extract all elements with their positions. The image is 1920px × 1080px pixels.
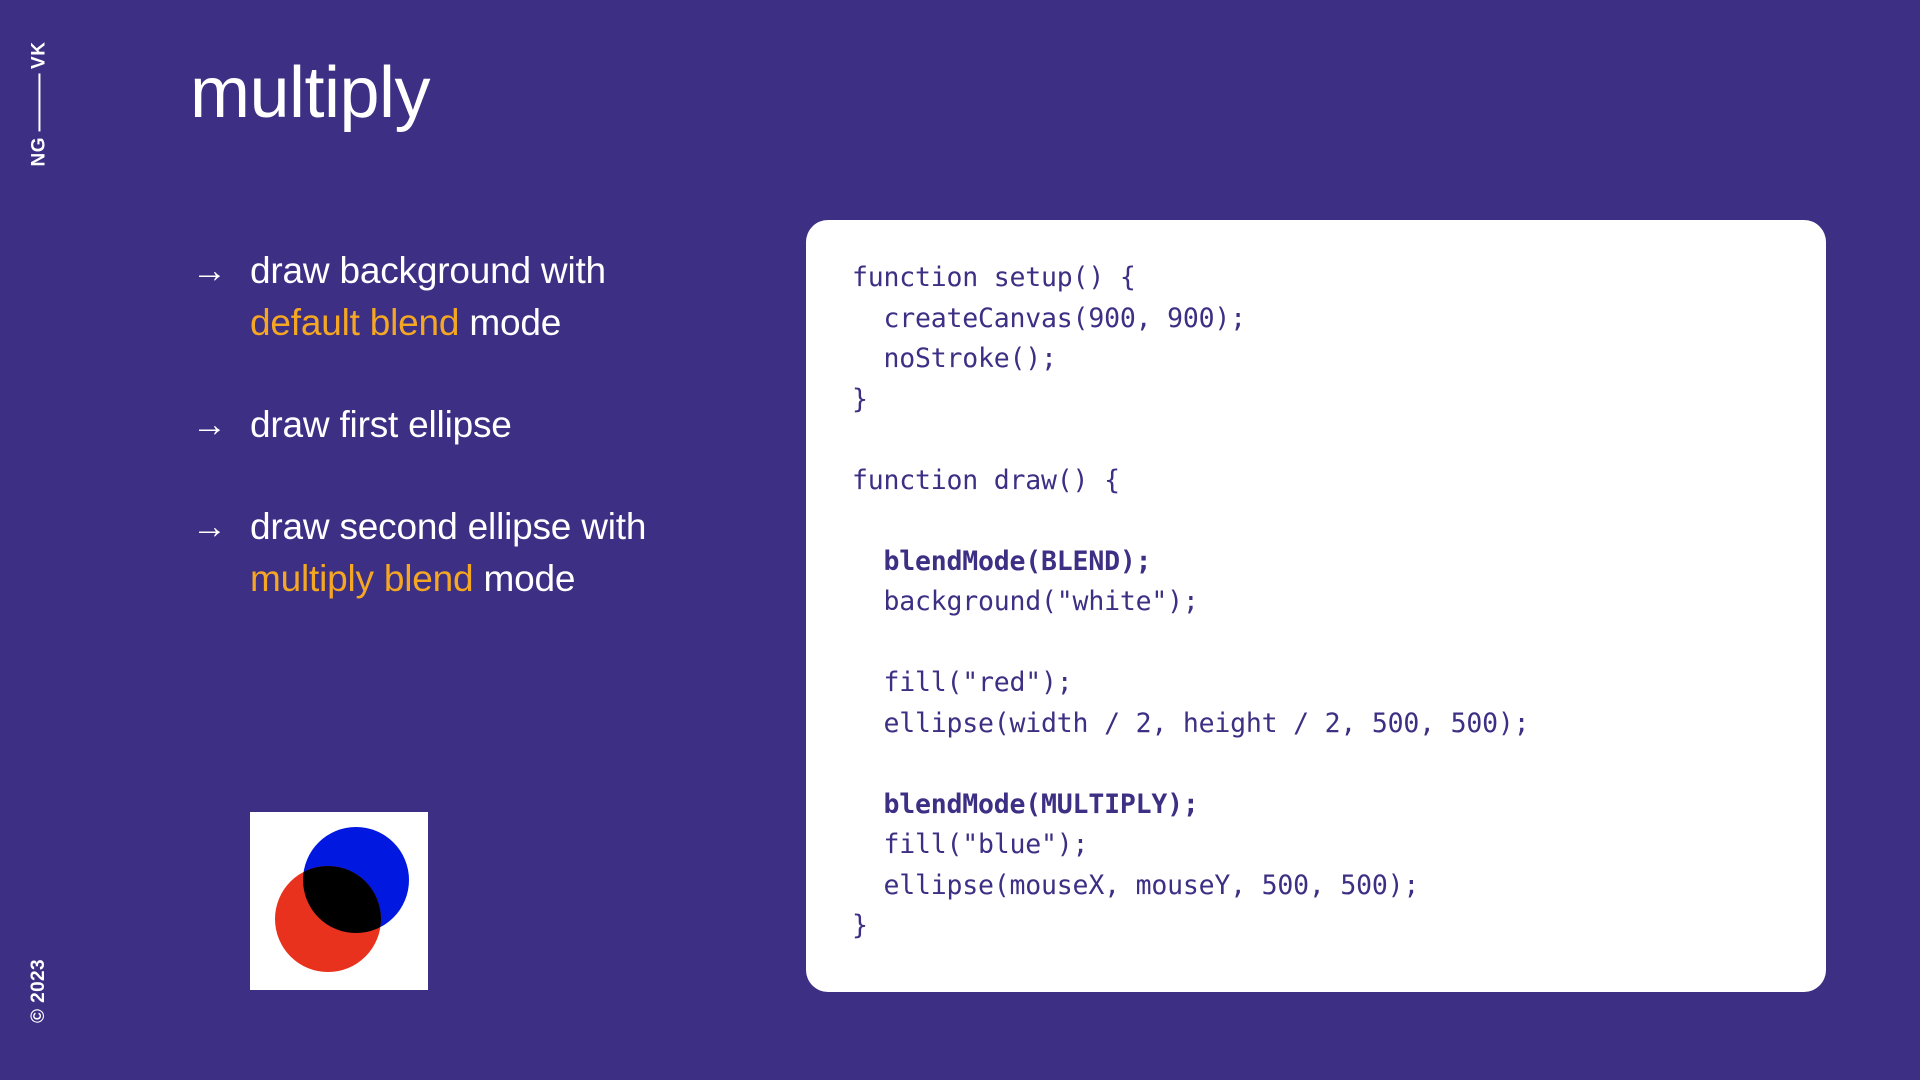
arrow-right-icon: → xyxy=(192,405,227,444)
code-line: background("white"); xyxy=(852,586,1199,617)
brand-rule-divider xyxy=(38,73,40,132)
highlighted-term: default blend xyxy=(250,302,460,343)
code-line: function draw() { xyxy=(852,464,1120,496)
left-rail: NG VK © 2023 xyxy=(0,0,150,1080)
list-item: → draw background with default blend mode xyxy=(192,245,712,349)
code-line: ellipse(width / 2, height / 2, 500, 500)… xyxy=(852,707,1530,739)
brand-initials-left: NG xyxy=(28,136,49,167)
code-line: noStroke(); xyxy=(852,343,1058,374)
list-item-label: draw first ellipse xyxy=(250,399,712,451)
plain-text: mode xyxy=(459,302,562,343)
code-line: } xyxy=(852,383,868,415)
plain-text: mode xyxy=(473,558,576,599)
brand-mark: NG VK xyxy=(22,24,56,184)
list-item: → draw first ellipse xyxy=(192,399,712,451)
plain-text: draw first ellipse xyxy=(250,404,512,445)
multiply-blend-illustration xyxy=(250,812,428,990)
code-card: function setup() { createCanvas(900, 900… xyxy=(806,220,1826,992)
code-line: fill("red"); xyxy=(852,667,1073,698)
code-line: } xyxy=(852,910,868,941)
code-line xyxy=(852,744,1780,785)
code-line: function setup() { xyxy=(852,262,1136,293)
code-line-highlighted: blendMode(BLEND); xyxy=(852,545,1152,577)
copyright-text: © 2023 xyxy=(28,959,50,1023)
code-line: fill("blue"); xyxy=(852,829,1089,860)
arrow-right-icon: → xyxy=(192,251,227,290)
copyright-notice: © 2023 xyxy=(22,936,56,1046)
code-line: ellipse(mouseX, mouseY, 500, 500); xyxy=(852,869,1420,901)
code-line xyxy=(852,420,1780,461)
code-line xyxy=(852,623,1780,664)
code-line: createCanvas(900, 900); xyxy=(852,302,1247,334)
plain-text: draw background with xyxy=(250,250,606,291)
brand-initials-right: VK xyxy=(28,41,49,69)
list-item-label: draw background with default blend mode xyxy=(250,245,712,349)
list-item: → draw second ellipse with multiply blend… xyxy=(192,501,712,605)
arrow-right-icon: → xyxy=(192,507,227,546)
code-line xyxy=(852,501,1780,542)
bullet-list: → draw background with default blend mode… xyxy=(192,245,712,605)
code-block[interactable]: function setup() { createCanvas(900, 900… xyxy=(852,258,1780,947)
page-title: multiply xyxy=(190,53,431,133)
plain-text: draw second ellipse with xyxy=(250,506,647,547)
code-line-highlighted: blendMode(MULTIPLY); xyxy=(852,788,1199,820)
brand-mark-inner: NG VK xyxy=(28,42,50,167)
highlighted-term: multiply blend xyxy=(250,558,474,599)
preview-thumbnail xyxy=(250,812,428,990)
list-item-label: draw second ellipse with multiply blend … xyxy=(250,501,712,605)
